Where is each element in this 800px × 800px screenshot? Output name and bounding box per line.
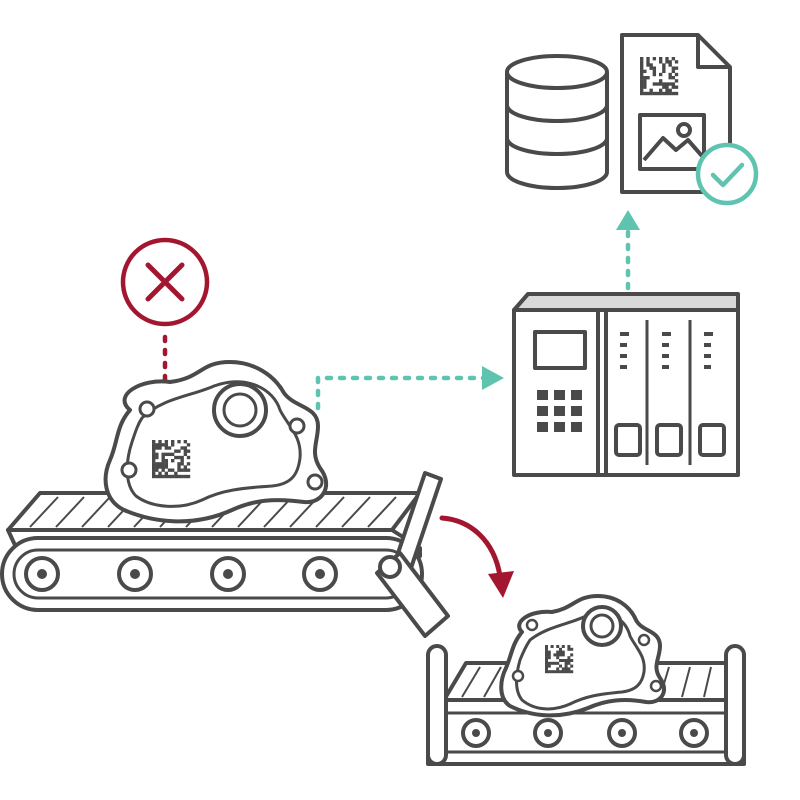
rejected-part-icon bbox=[499, 594, 666, 718]
plc-keypad bbox=[537, 390, 582, 432]
datamatrix-code-icon bbox=[152, 440, 191, 479]
plc-indicator-leds bbox=[620, 332, 713, 369]
machined-part-icon bbox=[103, 360, 328, 524]
database-icon bbox=[505, 54, 609, 190]
reject-diversion-arrow bbox=[439, 515, 514, 598]
flow-arrow-to-controller bbox=[315, 366, 504, 411]
document-icon bbox=[620, 33, 732, 194]
plc-controller-icon bbox=[512, 292, 740, 477]
image-icon bbox=[638, 113, 706, 171]
reject-x-icon bbox=[120, 237, 210, 327]
datamatrix-code-icon bbox=[545, 645, 574, 674]
diverter-arm-icon bbox=[375, 471, 450, 638]
flow-arrow-to-database bbox=[616, 210, 640, 291]
checkmark-icon bbox=[695, 142, 759, 206]
datamatrix-code-icon bbox=[640, 57, 679, 96]
